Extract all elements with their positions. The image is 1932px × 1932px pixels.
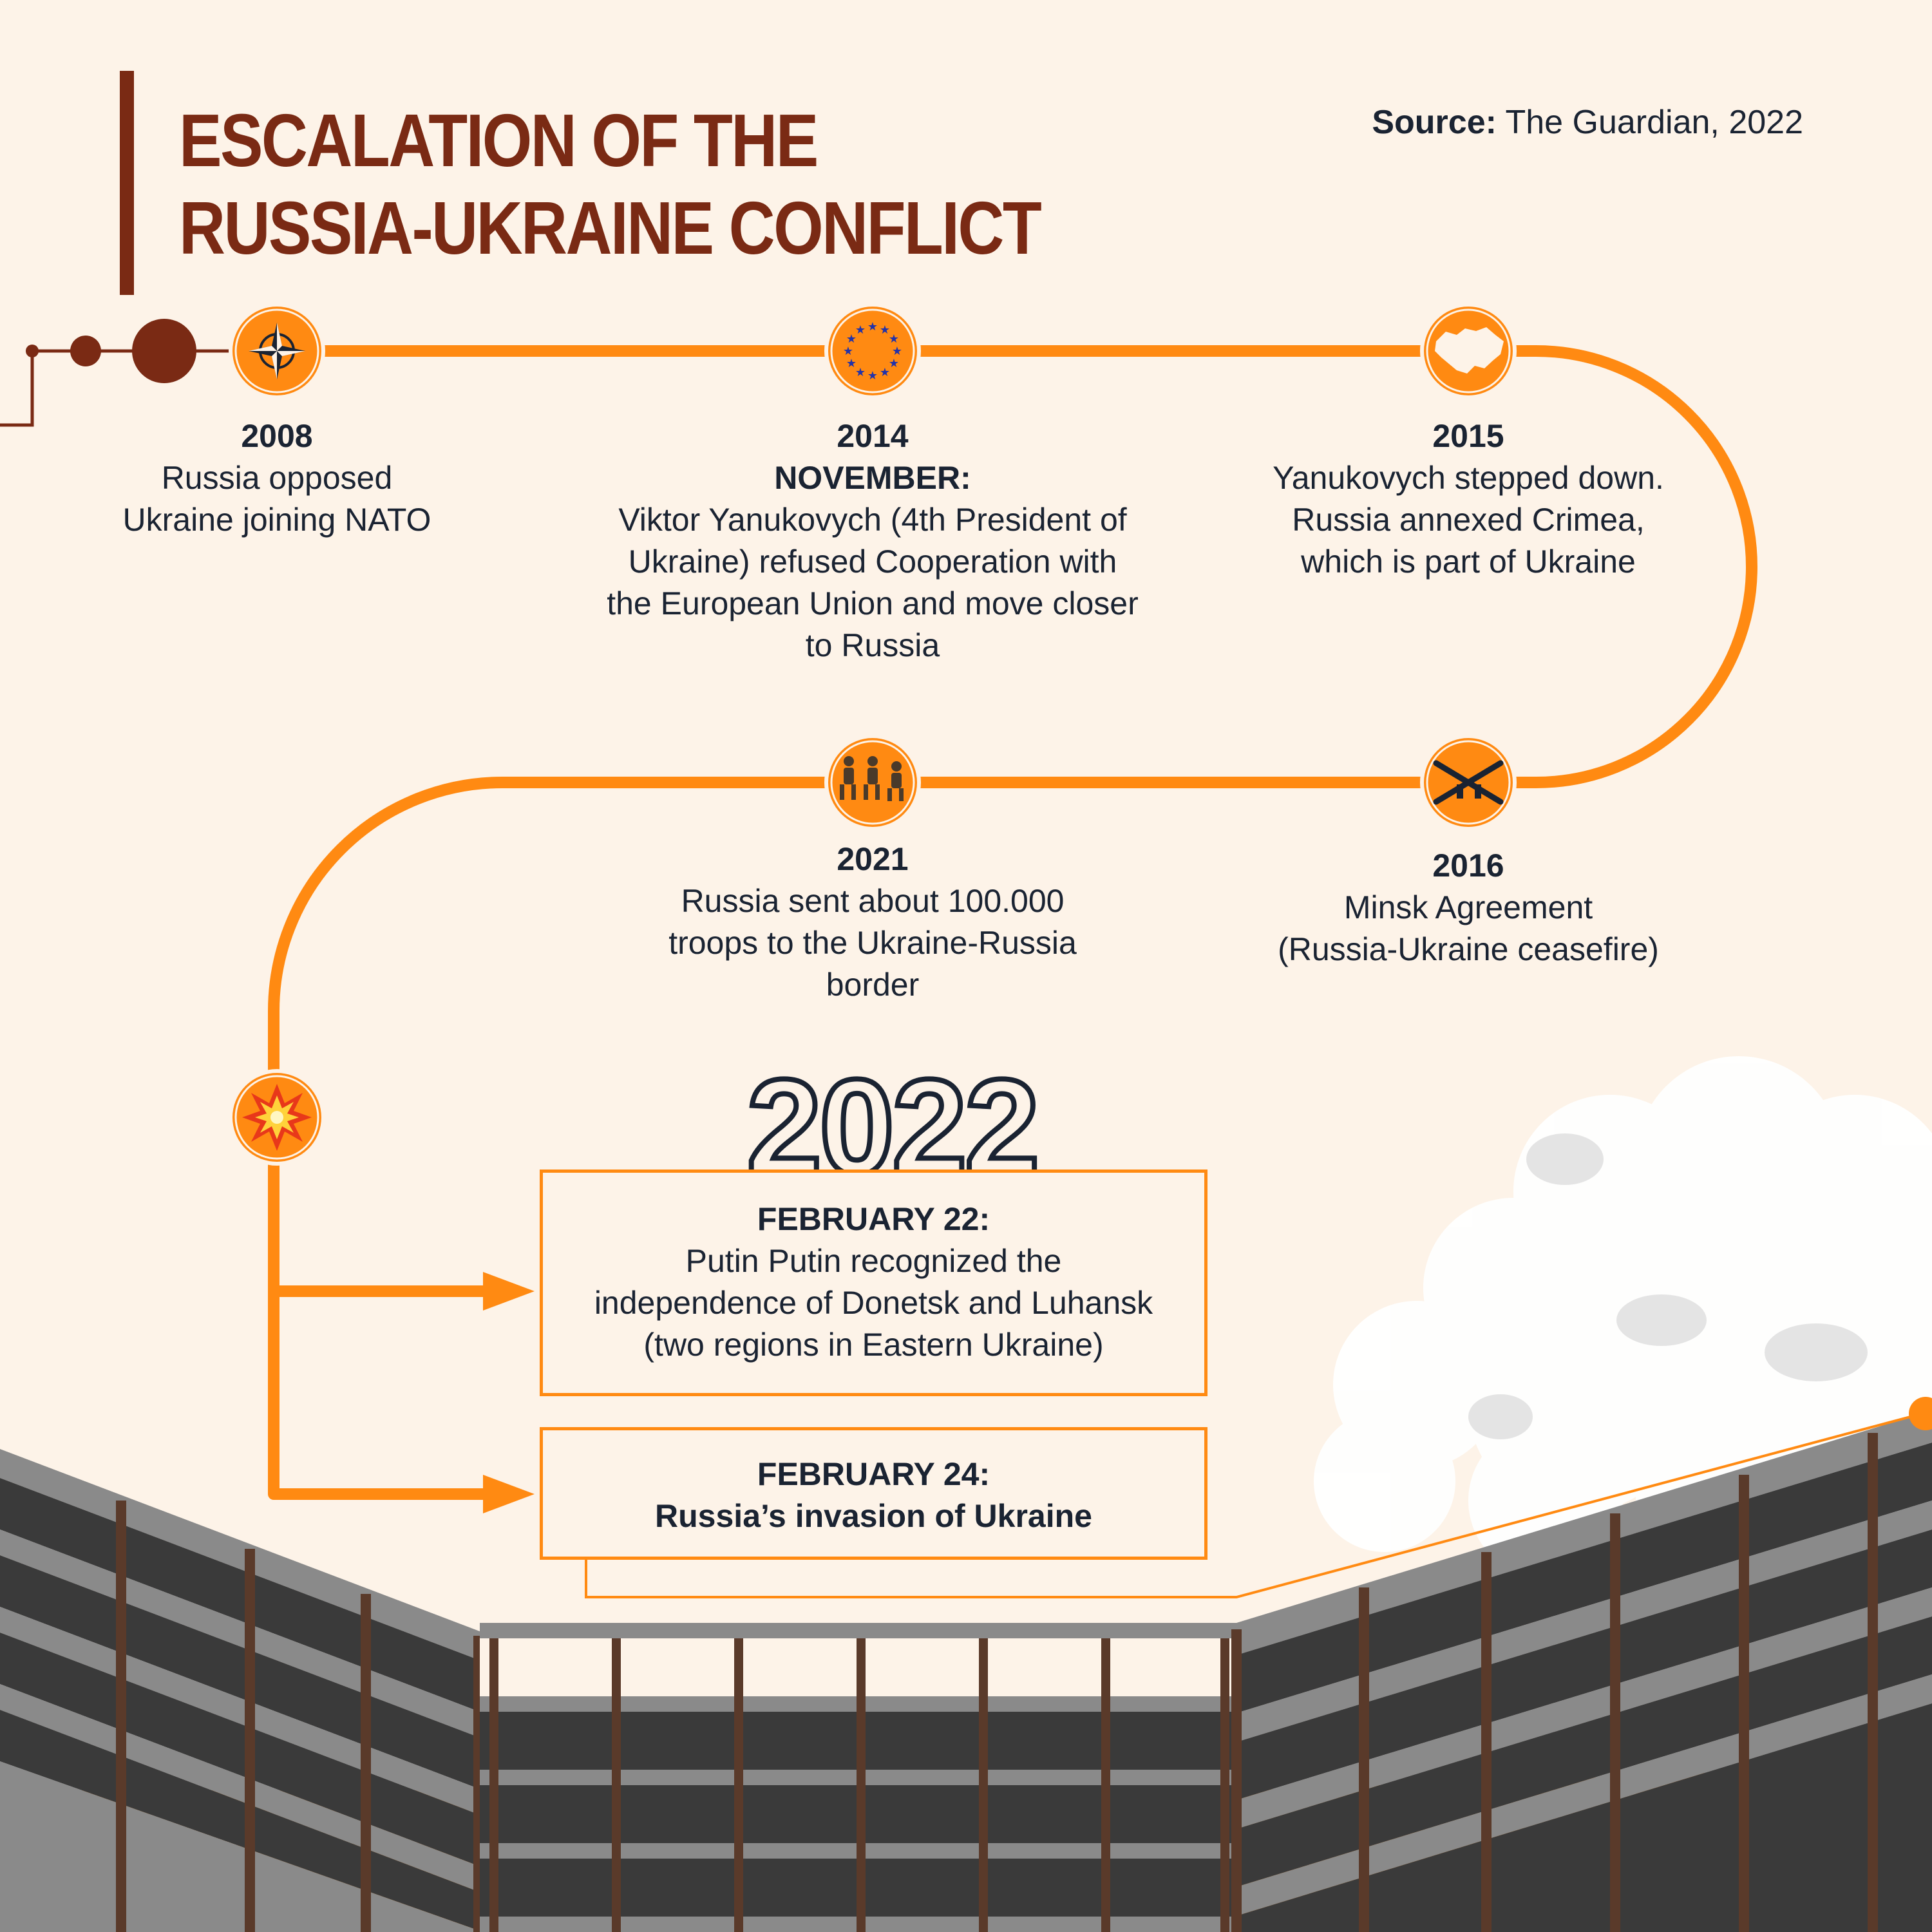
event-text-line: Minsk Agreement [1343, 889, 1593, 925]
explosion-icon [242, 1084, 312, 1151]
event-text-line: Ukraine) refused Cooperation with [628, 544, 1117, 580]
source-value: The Guardian, 2022 [1505, 104, 1803, 141]
event-year: 2008 [241, 418, 313, 454]
building-right-wing [1231, 1410, 1932, 1932]
event-text-line: troops to the Ukraine-Russia [668, 925, 1077, 961]
event-2014: 2014 NOVEMBER: Viktor Yanukovych (4th Pr… [567, 415, 1179, 667]
event-text-line: Yanukovych stepped down. [1273, 460, 1664, 496]
nato-compass-icon [249, 323, 305, 379]
svg-text:★: ★ [892, 345, 902, 358]
svg-text:★: ★ [867, 369, 878, 383]
event-text-line: Russia sent about 100.000 [681, 883, 1065, 919]
svg-text:★: ★ [880, 323, 890, 337]
event-text-line: Russia opposed [161, 460, 393, 496]
box-heading: FEBRUARY 22: [757, 1201, 990, 1237]
box-heading: FEBRUARY 24: [757, 1456, 990, 1492]
soldiers-icon [840, 756, 904, 801]
timeline-path [268, 345, 1757, 1500]
event-2016: 2016 Minsk Agreement (Russia-Ukraine cea… [1211, 845, 1726, 971]
building-left-wing [0, 1449, 484, 1932]
svg-text:★: ★ [843, 345, 853, 358]
smoke-shading [1468, 1133, 1868, 1439]
svg-text:★: ★ [855, 323, 866, 337]
svg-text:★: ★ [846, 332, 857, 346]
box-text-line: independence of Donetsk and Luhansk [594, 1285, 1153, 1321]
page-title: ESCALATION OF THE RUSSIA-UKRAINE CONFLIC… [179, 97, 1042, 272]
eu-stars-icon: ★ ★ ★ ★ ★ ★ ★ ★ ★ ★ ★ ★ [843, 320, 902, 383]
event-text-line: border [826, 967, 920, 1003]
arrow-feb22 [483, 1272, 535, 1311]
source-credit: Source: The Guardian, 2022 [1372, 103, 1803, 142]
event-2015: 2015 Yanukovych stepped down. Russia ann… [1211, 415, 1726, 583]
event-year: 2014 [837, 418, 909, 454]
node-2014 [824, 303, 921, 399]
event-text-line: which is part of Ukraine [1301, 544, 1636, 580]
arrow-feb24 [483, 1475, 535, 1513]
event-text-line: (Russia-Ukraine ceasefire) [1278, 931, 1659, 967]
title-line-1: ESCALATION OF THE [179, 99, 819, 182]
event-year: 2016 [1432, 848, 1504, 884]
source-label: Source: [1372, 104, 1497, 141]
svg-text:★: ★ [889, 357, 899, 370]
intro-connector [0, 319, 232, 427]
event-text-line: Ukraine joining NATO [122, 502, 431, 538]
box-text-line: Russia’s invasion of Ukraine [655, 1498, 1092, 1534]
event-month: NOVEMBER: [774, 460, 971, 496]
title-line-2: RUSSIA-UKRAINE CONFLICT [179, 186, 1042, 270]
event-year: 2021 [837, 841, 909, 877]
end-dot [1909, 1397, 1932, 1430]
lead-line [585, 1412, 1923, 1598]
title-accent-bar [120, 71, 134, 295]
svg-text:★: ★ [846, 357, 857, 370]
crossed-rifles-icon [1433, 760, 1504, 805]
box-text-line: (two regions in Eastern Ukraine) [643, 1327, 1104, 1363]
event-text-line: Viktor Yanukovych (4th President of [618, 502, 1127, 538]
event-box-feb22: FEBRUARY 22: Putin Putin recognized the … [540, 1170, 1208, 1396]
event-2008: 2008 Russia opposed Ukraine joining NATO [84, 415, 470, 541]
svg-text:★: ★ [855, 366, 866, 379]
event-year: 2015 [1432, 418, 1504, 454]
svg-text:★: ★ [889, 332, 899, 346]
event-text-line: Russia annexed Crimea, [1292, 502, 1645, 538]
svg-text:★: ★ [867, 320, 878, 334]
event-box-feb24: FEBRUARY 24: Russia’s invasion of Ukrain… [540, 1427, 1208, 1560]
ukraine-map-icon [1435, 327, 1504, 374]
svg-text:★: ★ [880, 366, 890, 379]
event-text-line: to Russia [805, 627, 940, 663]
building-center-wing [480, 1623, 1236, 1932]
box-text-line: Putin Putin recognized the [685, 1243, 1062, 1279]
event-2021: 2021 Russia sent about 100.000 troops to… [631, 838, 1114, 1006]
event-text-line: the European Union and move closer [607, 585, 1139, 621]
